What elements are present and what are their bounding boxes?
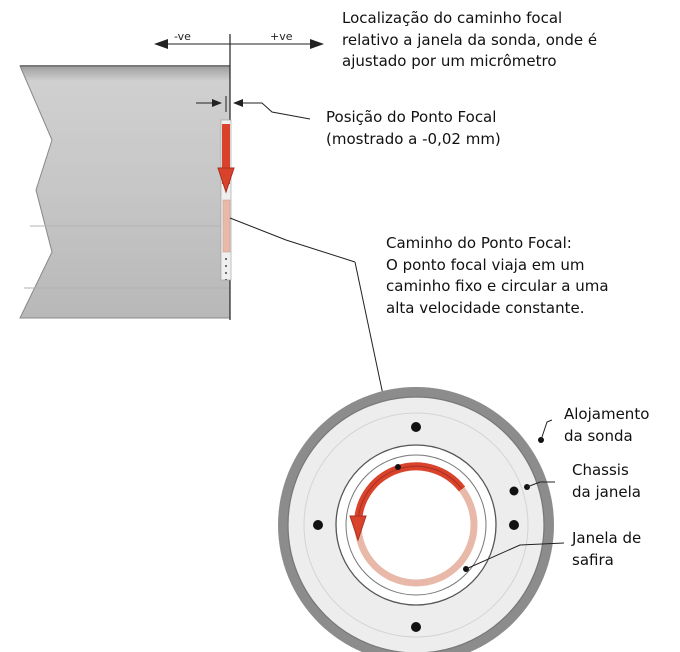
mounting-hole <box>509 486 519 496</box>
window-chassis-label: Chassis da janela <box>572 461 641 501</box>
focal-path-arrow-down-icon <box>349 515 367 542</box>
mounting-hole <box>313 520 323 530</box>
sapphire-window-disc <box>345 454 487 596</box>
arrow-right-icon <box>310 39 324 49</box>
focal-point-position-label: Posição do Ponto Focal (mostrado a -0,02… <box>326 108 501 148</box>
sapphire-window-label: Janela de safira <box>572 529 642 569</box>
focal-path-arrow-down-icon <box>217 167 235 194</box>
arrow-left-icon <box>233 99 243 107</box>
front-view-leader-lines <box>465 419 565 570</box>
probe-front-view <box>278 387 554 652</box>
mounting-hole <box>509 520 519 530</box>
probe-housing-label: Alojamento da sonda <box>564 405 650 445</box>
mounting-hole <box>411 422 421 432</box>
arrow-right-icon <box>212 99 222 107</box>
probe-body-side-view <box>19 65 231 319</box>
arrow-left-icon <box>154 39 168 49</box>
focal-point-path-label: Caminho do Ponto Focal: O ponto focal vi… <box>386 234 609 317</box>
focal-point-position-indicator <box>196 96 311 120</box>
axis-negative-label: -ve <box>174 30 191 43</box>
mounting-hole <box>411 622 421 632</box>
focal-point-marker <box>395 464 401 470</box>
focal-path-location-label: Localização do caminho focal relativo a … <box>342 9 598 70</box>
direction-axis: -ve +ve <box>154 30 324 49</box>
focal-path-side-view <box>217 124 235 280</box>
axis-positive-label: +ve <box>270 30 293 43</box>
